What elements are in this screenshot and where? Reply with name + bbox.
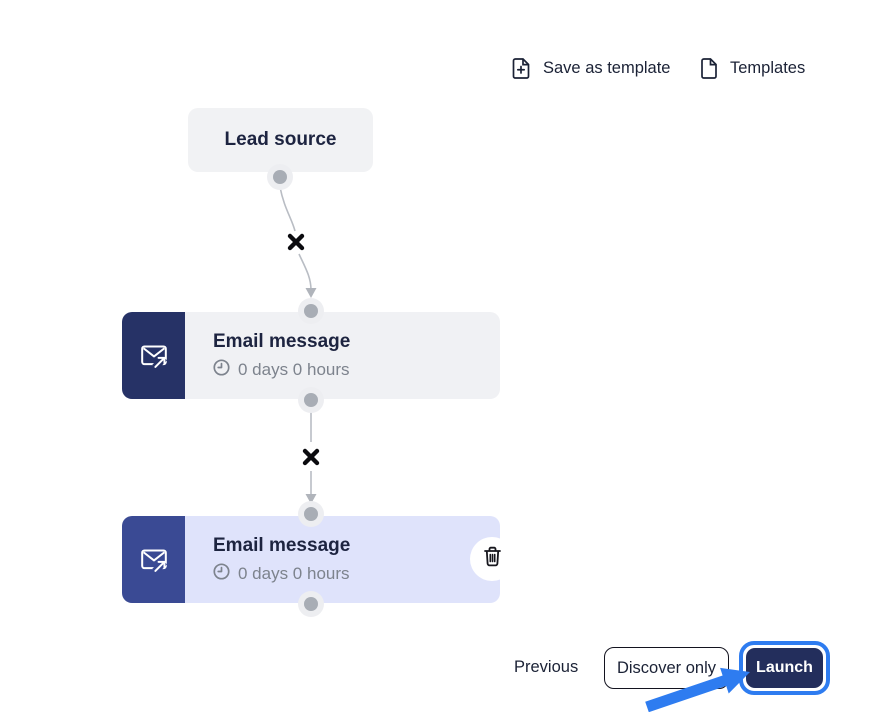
save-as-template-button[interactable]: Save as template (512, 58, 671, 79)
file-icon (701, 58, 717, 79)
file-plus-icon (512, 58, 530, 79)
launch-button[interactable]: Launch (746, 648, 823, 688)
remove-connection-icon[interactable] (286, 232, 306, 252)
previous-button[interactable]: Previous (514, 658, 579, 676)
step-title: Email message (213, 535, 351, 557)
connector-dot[interactable] (304, 393, 318, 407)
discover-only-button[interactable]: Discover only (604, 647, 729, 689)
lead-source-label: Lead source (224, 129, 337, 150)
email-send-icon (122, 516, 185, 603)
step-delay: 0 days 0 hours (238, 563, 350, 583)
delete-step-button[interactable] (470, 537, 514, 581)
email-step-node-1[interactable]: Email message 0 days 0 hours (122, 312, 500, 399)
step-delay: 0 days 0 hours (238, 359, 350, 379)
templates-button[interactable]: Templates (701, 58, 805, 79)
save-as-template-label: Save as template (543, 59, 671, 77)
email-send-icon (122, 312, 185, 399)
connector-dot[interactable] (304, 507, 318, 521)
clock-icon (213, 359, 230, 381)
clock-icon (213, 563, 230, 585)
email-step-node-2[interactable]: Email message 0 days 0 hours (122, 516, 500, 603)
templates-label: Templates (730, 59, 806, 77)
trash-icon (483, 546, 502, 572)
remove-connection-icon[interactable] (301, 447, 321, 467)
launch-highlight-ring: Launch (739, 641, 830, 695)
connector-dot[interactable] (273, 170, 287, 184)
step-title: Email message (213, 331, 351, 353)
connector-dot[interactable] (304, 304, 318, 318)
lead-source-node[interactable]: Lead source (188, 108, 373, 172)
connector-dot[interactable] (304, 597, 318, 611)
